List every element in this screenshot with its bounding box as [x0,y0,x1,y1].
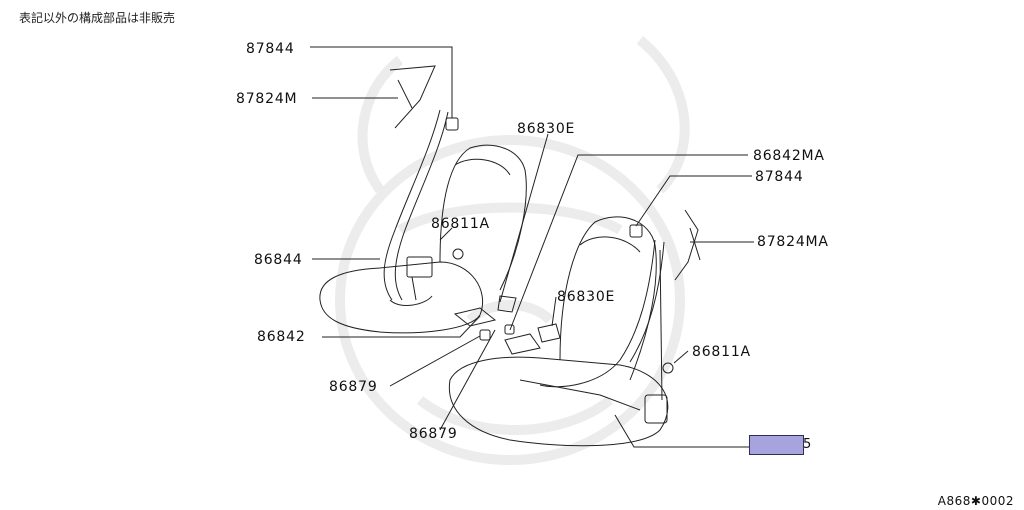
left-seat-drawing [319,65,527,341]
notice-text: 表記以外の構成部品は非販売 [19,11,176,25]
part-86844[interactable]: 86844 [254,252,303,268]
part-86842[interactable]: 86842 [257,329,306,345]
part-86879-a[interactable]: 86879 [329,379,378,395]
right-seat-drawing [448,209,701,447]
part-86811A-left[interactable]: 86811A [431,216,490,232]
leader-lines [310,46,754,448]
part-87844-right[interactable]: 87844 [755,169,804,185]
highlighted-part-label[interactable] [749,435,804,455]
part-86842MA[interactable]: 86842MA [753,148,825,164]
part-86830E-top[interactable]: 86830E [517,121,576,137]
part-87824MA[interactable]: 87824MA [757,234,829,250]
highlighted-part-suffix: 5 [803,437,812,452]
part-86811A-right[interactable]: 86811A [692,344,751,360]
part-87824M[interactable]: 87824M [236,91,298,107]
figure-code: A868✱0002 [937,494,1014,508]
part-86879-b[interactable]: 86879 [409,426,458,442]
part-86830E-mid[interactable]: 86830E [557,289,616,305]
watermark-logo [335,36,690,465]
part-87844-left[interactable]: 87844 [246,41,295,57]
